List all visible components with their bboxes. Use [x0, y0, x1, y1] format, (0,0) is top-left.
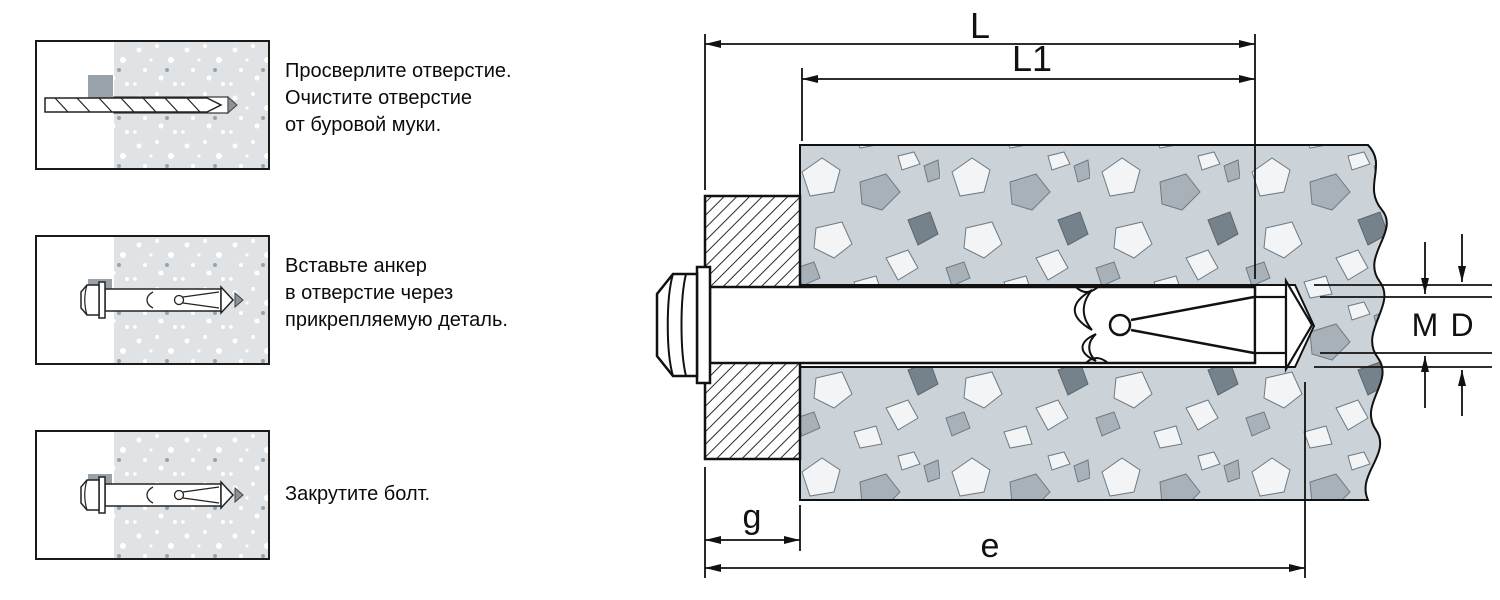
- dimension-L1: [801, 68, 1255, 141]
- wedge-nut: [1253, 295, 1288, 355]
- hex-head-facets: [666, 273, 687, 377]
- step3-illustration: [35, 430, 270, 560]
- anchor-diagram: L L1 M D g: [655, 5, 1492, 578]
- anchor-sleeve: [708, 285, 1257, 365]
- hole-tip: [227, 95, 238, 115]
- dim-label-L1: L1: [1012, 38, 1052, 79]
- dim-label-L: L: [970, 5, 990, 46]
- step1-text: Просверлите отверстие. Очистите отверсти…: [285, 58, 512, 139]
- dimension-g: [704, 467, 801, 578]
- step1-line3: от буровой муки.: [285, 114, 442, 136]
- dim-label-g: g: [743, 498, 762, 536]
- fixture-block: [88, 75, 113, 100]
- dimension-D: [1314, 234, 1492, 416]
- sleeve-hole: [1108, 313, 1132, 337]
- step2-line3: прикрепляемую деталь.: [285, 309, 508, 331]
- step2-line1: Вставьте анкер: [285, 255, 427, 277]
- step3-text: Закрутите болт.: [285, 481, 430, 508]
- step2-text: Вставьте анкер в отверстие через прикреп…: [285, 253, 508, 334]
- step1-line1: Просверлите отверстие.: [285, 60, 512, 82]
- dim-label-D: D: [1450, 307, 1473, 343]
- dim-label-M: M: [1412, 307, 1439, 343]
- step3-line1: Закрутите болт.: [285, 483, 431, 505]
- dim-label-e: e: [981, 527, 1000, 565]
- step1-line2: Очистите отверстие: [285, 87, 473, 109]
- expansion-slots: [1073, 286, 1255, 364]
- hex-head: [655, 272, 699, 378]
- step2-line2: в отверстие через: [285, 282, 454, 304]
- washer: [695, 265, 712, 385]
- dimension-L: [704, 34, 1256, 279]
- step1-illustration: [35, 40, 270, 170]
- step2-illustration: [35, 235, 270, 365]
- dimension-e: [705, 382, 1306, 578]
- drill-bit-icon: [44, 97, 223, 113]
- expansion-cone: [1284, 276, 1314, 374]
